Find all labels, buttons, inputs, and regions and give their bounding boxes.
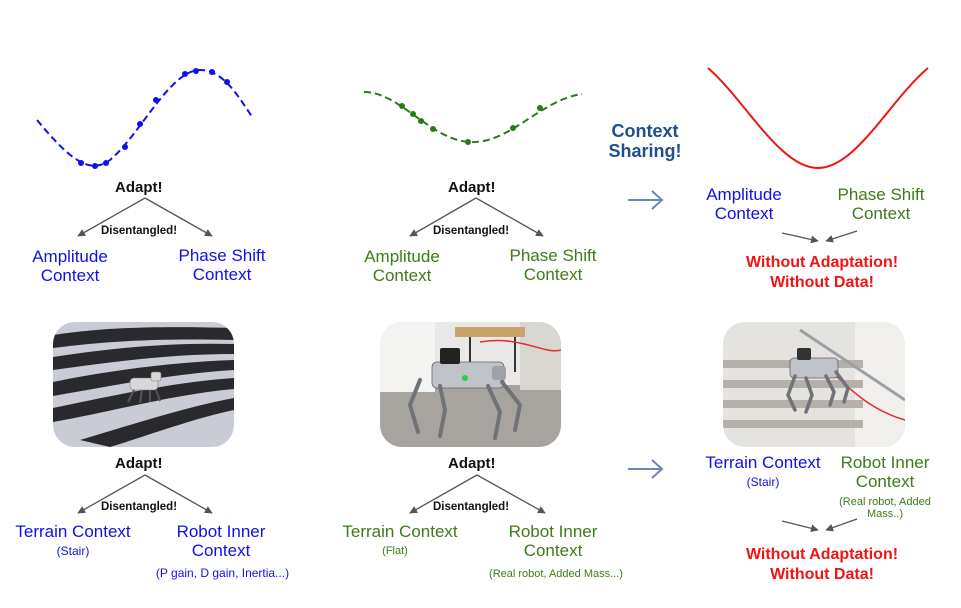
robot-inner-context-line2: Context	[191, 540, 251, 560]
blue-sample-points	[78, 68, 230, 169]
phase-shift-context-line2: Context	[192, 264, 252, 284]
terrain-context-subtext: (Flat)	[382, 545, 408, 557]
phase-shift-context-line1: Phase Shift	[837, 185, 925, 204]
without-data-line: Without Data!	[770, 565, 874, 583]
right-arrow-icon	[628, 459, 664, 479]
context-sharing-line2: Sharing!	[608, 140, 682, 161]
branch-lines-top-2	[409, 197, 544, 237]
phase-shift-context-line2: Context	[523, 264, 583, 284]
context-sharing-line1: Context	[611, 121, 679, 141]
amplitude-context-line2: Context	[372, 265, 432, 285]
branch-lines-bottom-1	[77, 474, 213, 514]
robot-inner-context-subtext: (Real robot, Added Mass...)	[489, 568, 623, 580]
adapt-label: Adapt!	[448, 455, 496, 472]
terrain-context-label: Terrain Context	[15, 522, 131, 541]
phase-shift-context-label: Phase Shift Context	[500, 246, 606, 284]
phase-shift-context-line1: Phase Shift	[509, 246, 597, 265]
disentangled-label: Disentangled!	[101, 225, 178, 237]
phase-shift-context-label: Phase Shift Context	[828, 185, 934, 223]
terrain-context-subtext: (Stair)	[56, 544, 90, 558]
branch-lines-bottom-2	[409, 474, 546, 514]
robot-body	[431, 348, 506, 389]
phase-shift-context-label: Phase Shift Context	[170, 246, 274, 284]
robot-inner-context-subtext-line2: Mass..)	[866, 508, 904, 521]
terrain-context-label: Terrain Context	[705, 453, 821, 472]
robot-inner-context-label: Robot Inner Context	[830, 453, 940, 491]
adapt-label: Adapt!	[115, 455, 163, 472]
amplitude-context-line1: Amplitude	[32, 247, 108, 266]
green-sine-curve	[363, 91, 583, 144]
robot-inner-context-line2: Context	[855, 471, 915, 491]
robot-inner-context-line1: Robot Inner	[840, 453, 930, 472]
robot-inner-context-label: Robot Inner Context	[166, 522, 276, 560]
amplitude-context-line2: Context	[40, 265, 100, 285]
branch-lines-top-1	[77, 197, 213, 237]
disentangled-label: Disentangled!	[433, 501, 510, 513]
real-robot-flat-image	[380, 322, 561, 447]
phase-shift-context-line2: Context	[851, 203, 911, 223]
blue-sine-curve	[36, 68, 254, 167]
context-sharing-label: Context Sharing!	[600, 121, 690, 162]
right-arrow-icon	[628, 190, 664, 210]
converge-lines-bottom-3	[781, 518, 858, 533]
without-adaptation-label: Without Adaptation! Without Data!	[727, 254, 917, 291]
converge-lines-top-3	[781, 230, 858, 244]
amplitude-context-line1: Amplitude	[706, 185, 782, 204]
without-adaptation-line: Without Adaptation!	[745, 254, 899, 271]
disentangled-label: Disentangled!	[101, 501, 178, 513]
adapt-label: Adapt!	[448, 179, 496, 196]
phase-shift-context-line1: Phase Shift	[178, 246, 266, 265]
terrain-context-subtext: (Stair)	[746, 475, 780, 489]
without-data-line: Without Data!	[770, 273, 874, 291]
without-adaptation-line: Without Adaptation!	[745, 546, 899, 563]
without-adaptation-label: Without Adaptation! Without Data!	[727, 546, 917, 583]
robot-inner-context-line1: Robot Inner	[176, 522, 266, 541]
simulation-terrain-image	[53, 322, 234, 447]
amplitude-context-label: Amplitude Context	[354, 247, 450, 285]
robot-inner-context-label: Robot Inner Context	[498, 522, 608, 560]
terrain-context-label: Terrain Context	[342, 522, 458, 541]
robot-inner-context-subtext: (Real robot, Added Mass..)	[826, 496, 944, 520]
disentangled-label: Disentangled!	[433, 225, 510, 237]
amplitude-context-label: Amplitude Context	[22, 247, 118, 285]
amplitude-context-label: Amplitude Context	[696, 185, 792, 223]
adapt-label: Adapt!	[115, 179, 163, 196]
amplitude-context-line2: Context	[714, 203, 774, 223]
amplitude-context-line1: Amplitude	[364, 247, 440, 266]
robot-inner-context-subtext-line1: (Real robot, Added	[839, 496, 931, 508]
red-combined-curve	[707, 67, 929, 170]
robot-body	[789, 348, 839, 379]
robot-inner-context-subtext: (P gain, D gain, Inertia...)	[155, 566, 290, 580]
green-sample-points	[399, 103, 543, 145]
robot-on-stairs-image	[723, 322, 905, 447]
robot-inner-context-line2: Context	[523, 540, 583, 560]
robot-inner-context-line1: Robot Inner	[508, 522, 598, 541]
